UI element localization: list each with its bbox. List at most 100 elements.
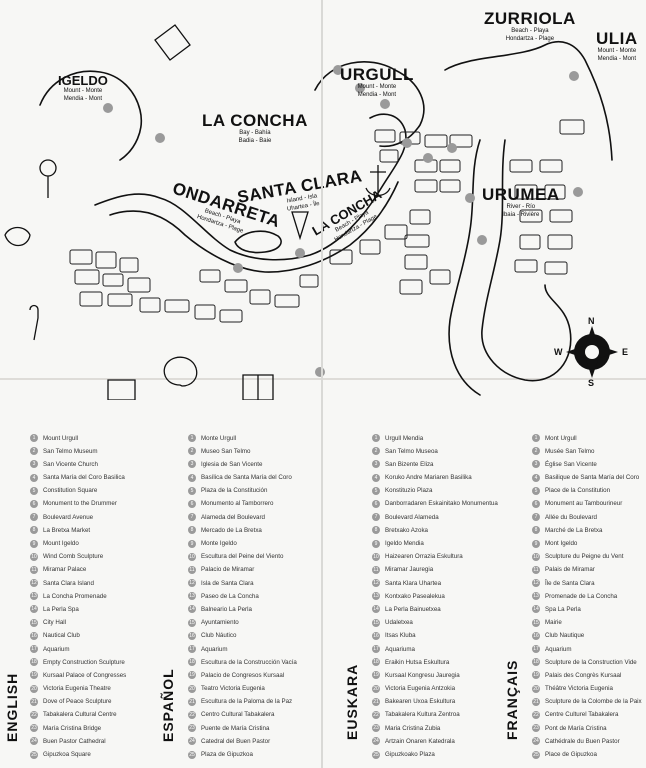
legend-item-label: Aquarium [545,645,572,653]
legend-marker: 9 [532,539,540,548]
zurriola-coast [444,41,613,161]
legend-marker: 5 [372,486,380,495]
legend-marker: 18 [30,658,38,667]
legend-marker: 10 [188,552,196,561]
legend-item-label: Gipuzkoako Plaza [385,751,435,758]
microphone-icon [29,304,39,341]
legend-marker: 25 [30,750,38,759]
legend-marker: 15 [188,618,196,627]
legend-marker: 11 [532,565,540,574]
legend-marker: 5 [188,486,196,495]
legend-item-label: Pont de María Cristina [545,724,607,732]
legend-item-label: Basílica de Santa María del Coro [201,474,292,482]
legend-item-label: Mount Igeldo [43,540,79,547]
river-urumea-east [481,139,572,382]
legend-item-label: Palacio de Congresos Kursaal [201,671,285,679]
legend-item-label: Club Nautique [545,632,585,640]
legend-item-label: Palais des Congrès Kursaal [545,671,622,679]
legend-item-label: Mount Urgull [43,434,79,442]
legend-marker: 11 [188,565,196,574]
legend-item-label: Ayuntamiento [201,619,239,627]
legend-marker: 15 [30,618,38,627]
legend-marker: 1 [30,434,38,442]
legend-marker: 24 [532,737,540,746]
legend-item: 2 Museo San Telmo [188,445,338,457]
fold-line-horizontal [0,378,646,380]
coastline-beach-edge [109,181,399,273]
legend-marker: 15 [532,618,540,627]
legend-marker: 22 [30,710,38,719]
legend-marker: 8 [372,526,380,535]
legend-marker: 6 [30,499,38,508]
legend-item-label: Catedral del Buen Pastor [201,737,271,745]
legend-marker: 10 [372,552,380,561]
legend-marker: 14 [532,605,540,614]
legend-item-label: Santa María del Coro Basilica [43,474,125,482]
legend-marker: 23 [30,724,38,733]
legend-marker: 12 [532,579,540,588]
legend-item-label: Museo San Telmo [201,447,251,455]
legend-marker: 17 [188,645,196,653]
legend-item-label: Boulevard Avenue [43,513,94,521]
legend-marker: 12 [372,579,380,588]
legend-item-label: Allée du Boulevard [545,513,597,521]
legend-marker: 2 [188,447,196,456]
legend-marker: 21 [532,697,540,706]
legend-marker: 11 [372,565,380,574]
legend-item-label: Urgull Mendia [385,434,424,442]
legend-marker: 7 [188,513,196,522]
legend-marker: 21 [372,697,380,706]
legend-item-label: María Cristina Bridge [43,724,102,732]
legend-item-label: Place de la Constitution [545,487,611,495]
legend-item-label: Haizearen Orrazia Eskultura [385,553,463,561]
legend-item-label: Sculpture de la Colombe de la Paix [545,698,642,706]
legend-item: 24 Catedral del Buen Pastor [188,735,338,747]
legend-marker: 3 [532,460,540,469]
legend-marker: 20 [532,684,540,693]
lollipop-icon [39,159,57,198]
legend-item: 10 Escultura del Peine del Viento [188,551,338,563]
balloon-icon [163,356,198,387]
legend-marker: 24 [30,737,38,746]
legend-item: 15 Ayuntamiento [188,617,338,629]
legend-marker: 24 [188,737,196,746]
legend-item-label: Teatro Victoria Eugenia [201,685,265,693]
legend-item-label: Escultura del Peine del Viento [201,553,284,561]
legend-item-label: Isla de Santa Clara [201,579,254,587]
legend-marker: 6 [188,499,196,508]
legend-item-label: Aquarium [201,645,228,653]
legend-marker: 10 [30,552,38,561]
legend-item-label: Théâtre Victoria Eugenia [545,685,613,693]
legend-marker: 9 [188,539,196,548]
legend-item-label: Mont Urgull [545,434,577,442]
legend-marker: 20 [30,684,38,693]
